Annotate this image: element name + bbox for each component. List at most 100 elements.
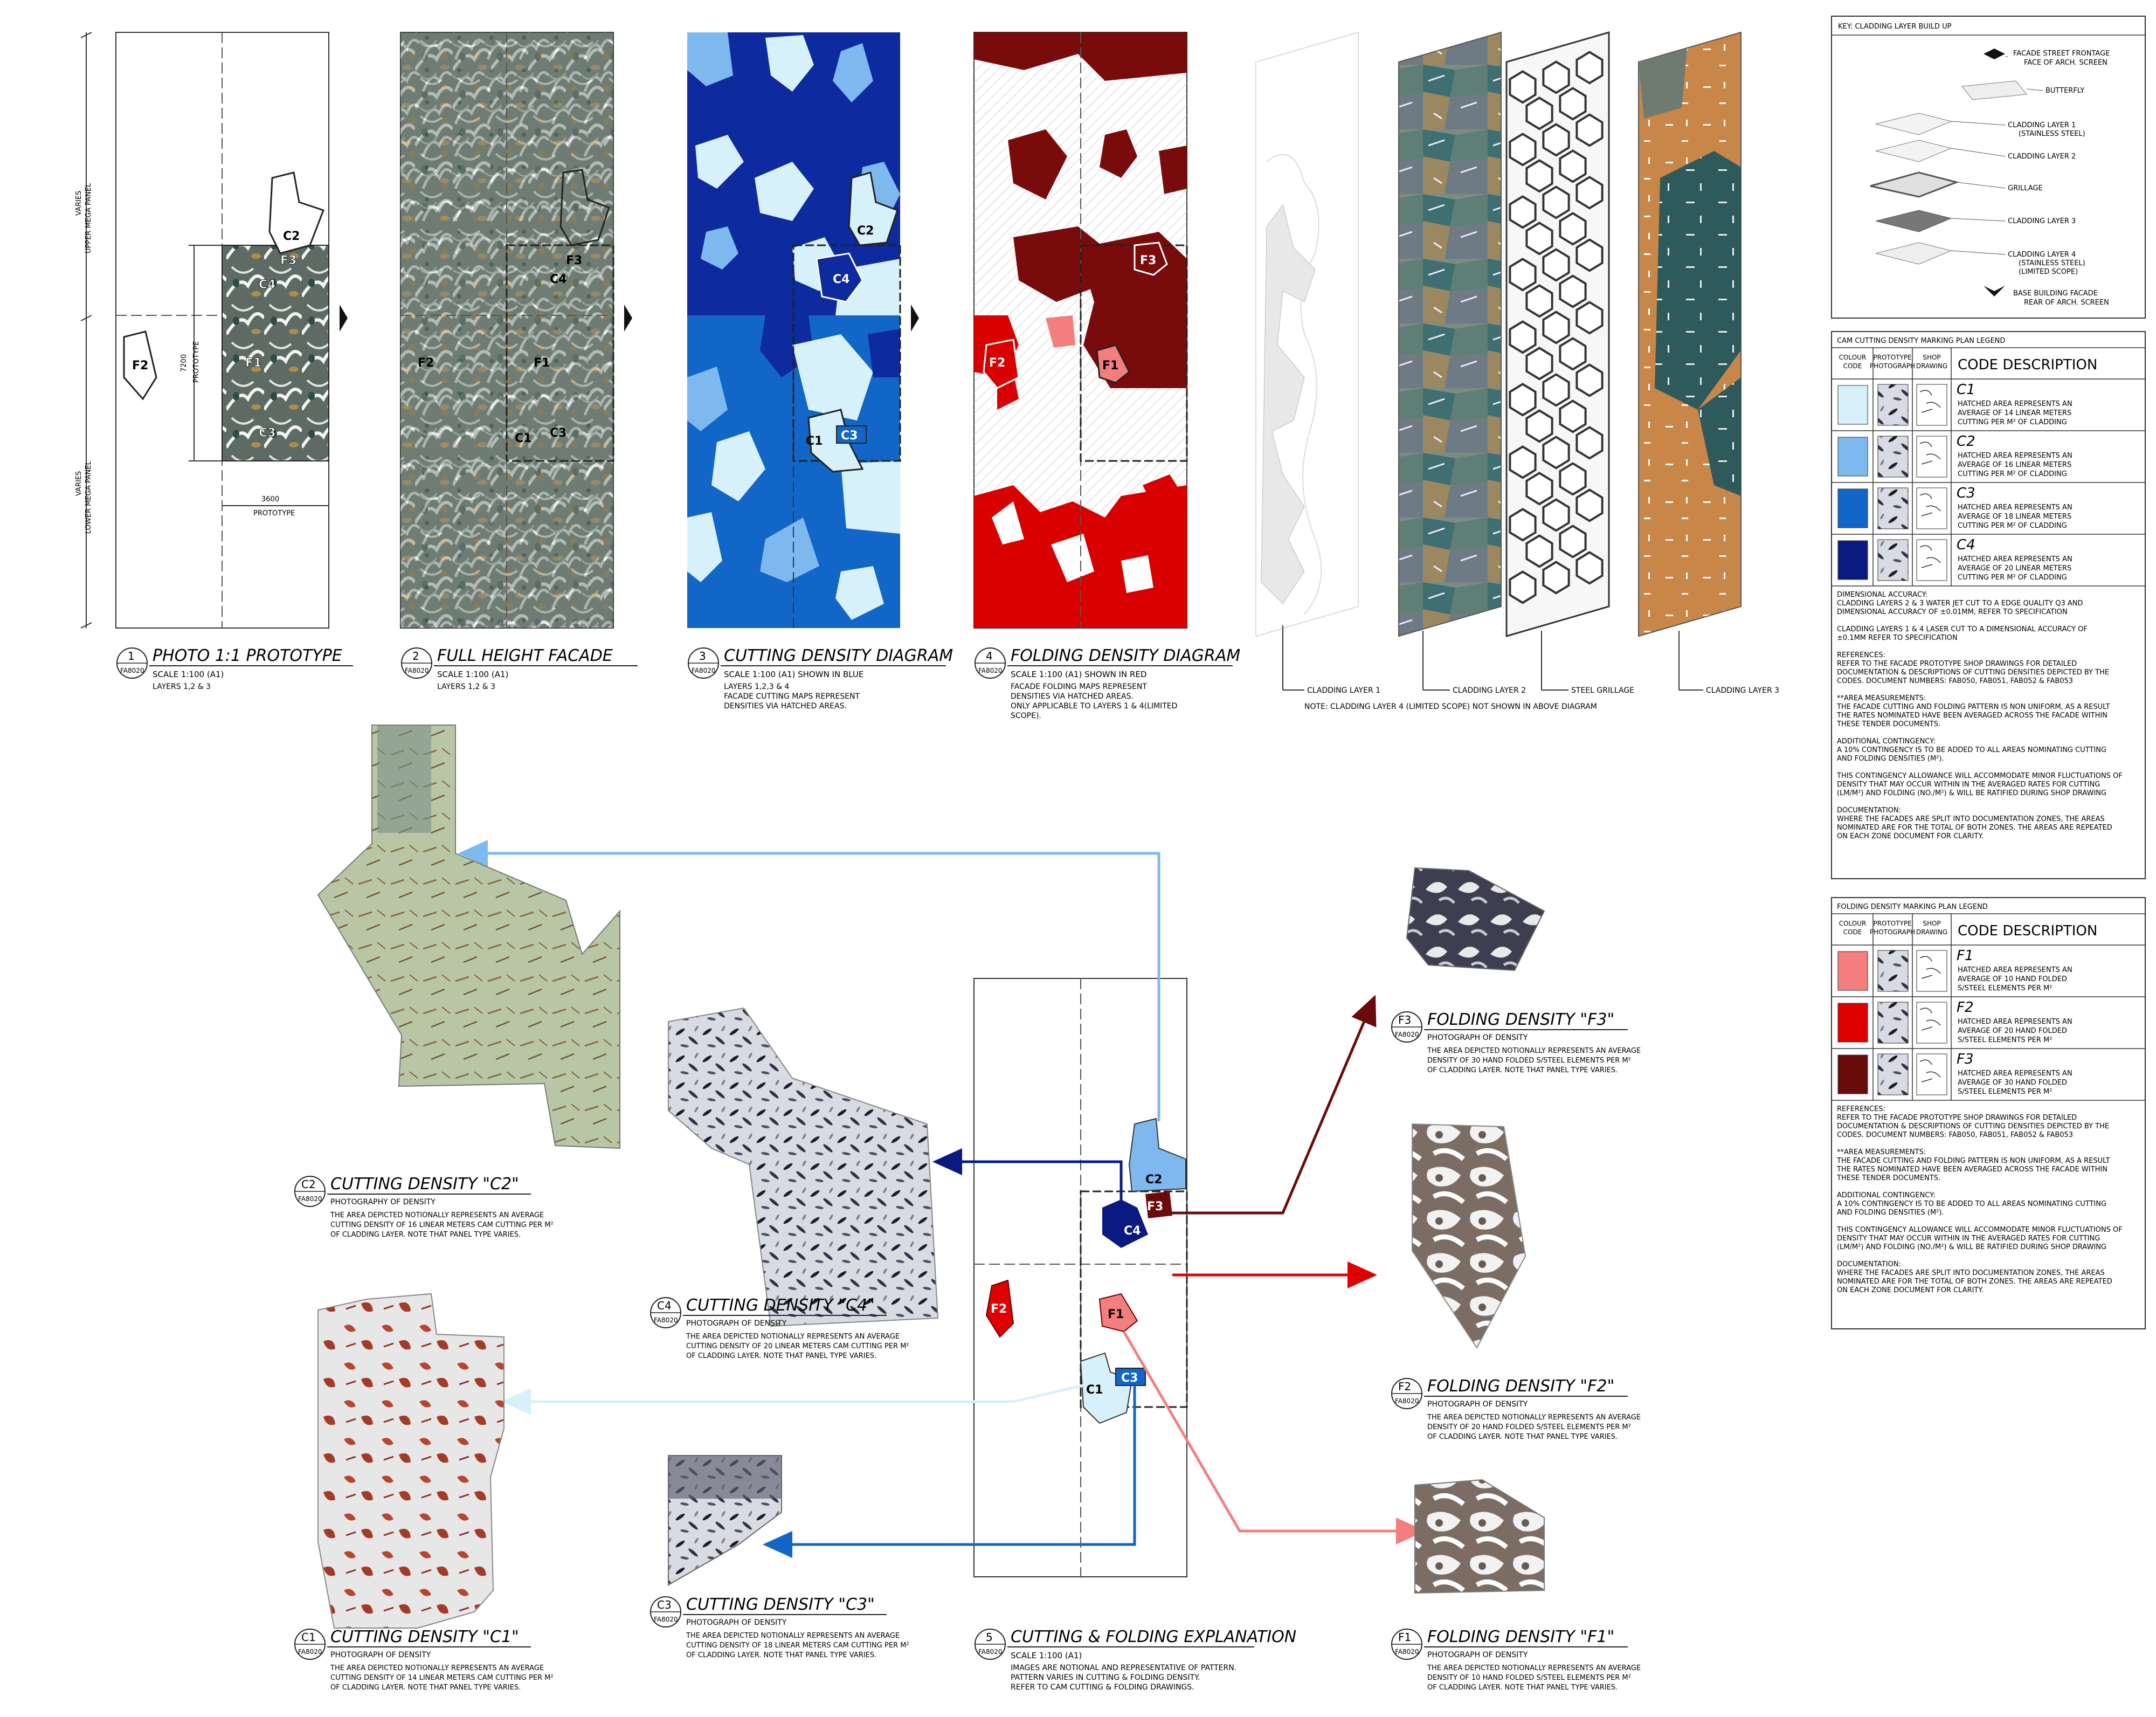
legend-note: DOCUMENTATION & DESCRIPTIONS OF CUTTING … xyxy=(1837,1122,2109,1130)
svg-text:SCALE 1:100 (A1): SCALE 1:100 (A1) xyxy=(437,670,508,679)
code-f1-p2: F1 xyxy=(534,356,550,370)
legend-photo xyxy=(1877,539,1909,581)
svg-text:CUTTING DENSITY OF 16 LINEAR M: CUTTING DENSITY OF 16 LINEAR METERS CAM … xyxy=(330,1221,554,1229)
svg-text:OF CLADDING LAYER. NOTE THAT P: OF CLADDING LAYER. NOTE THAT PANEL TYPE … xyxy=(686,1352,876,1360)
svg-text:FA8020: FA8020 xyxy=(692,667,716,674)
legend-note: REFER TO THE FACADE PROTOTYPE SHOP DRAWI… xyxy=(1837,660,2077,668)
code-c4-p1: C4 xyxy=(259,278,275,292)
layer-label-3: CLADDING LAYER 3 xyxy=(1706,686,1779,695)
legend-note: DOCUMENTATION: xyxy=(1837,1260,1901,1268)
legend-description: AVERAGE OF 30 HAND FOLDED xyxy=(1958,1079,2067,1087)
code-f2-p5: F2 xyxy=(991,1302,1007,1316)
svg-text:DENSITY OF 10 HAND FOLDED S/ST: DENSITY OF 10 HAND FOLDED S/STEEL ELEMEN… xyxy=(1427,1674,1631,1682)
legend-description: CUTTING PER M² OF CLADDING xyxy=(1958,470,2067,478)
legend-description: AVERAGE OF 18 LINEAR METERS xyxy=(1958,513,2071,521)
legend-header: CODE DESCRIPTION xyxy=(1958,357,2097,373)
svg-text:CUTTING DENSITY OF 18 LINEAR M: CUTTING DENSITY OF 18 LINEAR METERS CAM … xyxy=(686,1642,909,1650)
svg-text:BASE BUILDING FACADE: BASE BUILDING FACADE xyxy=(2013,289,2098,298)
grillage-cell xyxy=(1575,301,1604,335)
legend-note: **AREA MEASUREMENTS: xyxy=(1837,1148,1926,1156)
dim-upper-panel: UPPER MEGA PANEL xyxy=(85,183,93,253)
svg-text:DENSITIES VIA HATCHED AREAS.: DENSITIES VIA HATCHED AREAS. xyxy=(724,702,847,711)
legend-code: C4 xyxy=(1957,537,1975,553)
grillage-cell xyxy=(1575,113,1604,147)
svg-text:FA8020: FA8020 xyxy=(120,667,144,674)
svg-text:REFER TO CAM CUTTING & FOLDING: REFER TO CAM CUTTING & FOLDING DRAWINGS. xyxy=(1011,1683,1194,1692)
code-f3-p4: F3 xyxy=(1140,254,1156,267)
legend-shop-drawing xyxy=(1916,487,1947,529)
svg-text:THE AREA DEPICTED NOTIONALLY R: THE AREA DEPICTED NOTIONALLY REPRESENTS … xyxy=(1427,1664,1641,1672)
grillage-cell xyxy=(1542,436,1570,470)
legend-description: S/STEEL ELEMENTS PER M² xyxy=(1958,1036,2052,1044)
svg-text:FA8020: FA8020 xyxy=(978,667,1003,674)
legend-photo xyxy=(1877,950,1909,992)
code-f1-p1: F1 xyxy=(245,356,261,370)
panel-3-cutting: C2 C4 C1 C3 xyxy=(687,32,901,628)
svg-text:FACADE CUTTING MAPS REPRESENT: FACADE CUTTING MAPS REPRESENT xyxy=(724,692,860,701)
legend-note: ADDITIONAL CONTINGENCY: xyxy=(1837,1191,1936,1199)
grillage-cell xyxy=(1509,445,1537,479)
legend-header: DRAWING xyxy=(1916,362,1947,370)
legend-swatch xyxy=(1837,437,1868,477)
svg-text:C1: C1 xyxy=(301,1631,316,1644)
grillage-cell xyxy=(1509,320,1537,354)
svg-text:THE AREA DEPICTED NOTIONALLY R: THE AREA DEPICTED NOTIONALLY REPRESENTS … xyxy=(1427,1047,1641,1055)
legend-description: AVERAGE OF 10 HAND FOLDED xyxy=(1958,975,2067,983)
svg-text:SCALE 1:100 (A1) SHOWN IN BLUE: SCALE 1:100 (A1) SHOWN IN BLUE xyxy=(724,670,863,679)
grillage-cell xyxy=(1575,426,1604,460)
connector-arrows xyxy=(458,840,1426,1558)
svg-text:SCALE 1:100 (A1): SCALE 1:100 (A1) xyxy=(1011,1651,1082,1660)
legend-note: THE FACADE CUTTING AND FOLDING PATTERN I… xyxy=(1836,703,2110,711)
code-f3-p2: F3 xyxy=(566,254,582,267)
detail-title: CUTTING DENSITY "C4" xyxy=(686,1296,875,1315)
svg-text:5: 5 xyxy=(986,1631,993,1644)
dim-height: 7200 xyxy=(180,354,188,372)
dim-height-label: PROTOTYPE xyxy=(192,341,201,383)
legend-note: WHERE THE FACADES ARE SPLIT INTO DOCUMEN… xyxy=(1837,815,2105,823)
legend-photo xyxy=(1877,384,1909,426)
dim-lower-label: VARIES xyxy=(75,471,83,496)
legend-code: C1 xyxy=(1957,382,1975,398)
svg-text:SCALE 1:100 (A1): SCALE 1:100 (A1) xyxy=(153,670,224,679)
svg-text:PHOTOGRAPH OF DENSITY: PHOTOGRAPH OF DENSITY xyxy=(686,1319,787,1328)
svg-text:2: 2 xyxy=(412,650,419,663)
legend-header: SHOP xyxy=(1923,920,1940,927)
svg-text:FA8020: FA8020 xyxy=(654,1316,678,1324)
code-c4-p3: C4 xyxy=(833,273,849,286)
legend-note: DOCUMENTATION & DESCRIPTIONS OF CUTTING … xyxy=(1837,668,2109,677)
grillage-cell xyxy=(1525,222,1553,256)
code-f2-p1: F2 xyxy=(132,359,148,373)
svg-text:C2: C2 xyxy=(301,1178,316,1191)
grillage-cell xyxy=(1525,96,1553,130)
legend-note: ADDITIONAL CONTINGENCY: xyxy=(1837,737,1936,746)
grillage-cell xyxy=(1509,195,1537,229)
grillage-cell xyxy=(1559,274,1587,308)
code-f1-p4: F1 xyxy=(1102,359,1118,373)
grillage-cell xyxy=(1525,534,1553,568)
code-c2-p5: C2 xyxy=(1145,1173,1162,1187)
code-c3-p3: C3 xyxy=(841,429,858,443)
grillage-cell xyxy=(1509,70,1537,104)
code-c1-p5: C1 xyxy=(1086,1383,1103,1397)
svg-text:(LIMITED SCOPE): (LIMITED SCOPE) xyxy=(2019,268,2078,276)
explanation-panel: C2 C4 F3 F2 F1 C1 C3 5 FA8020 CUTTING & … xyxy=(973,978,1296,1692)
legend-header: SHOP xyxy=(1923,354,1940,361)
grillage-cell xyxy=(1575,51,1604,85)
svg-text:DENSITIES VIA HATCHED AREAS.: DENSITIES VIA HATCHED AREAS. xyxy=(1011,692,1134,701)
detail-title: FOLDING DENSITY "F2" xyxy=(1427,1377,1614,1396)
legend-description: HATCHED AREA REPRESENTS AN xyxy=(1958,452,2072,460)
legend-note: THIS CONTINGENCY ALLOWANCE WILL ACCOMMOD… xyxy=(1836,1226,2123,1234)
legend-note: WHERE THE FACADES ARE SPLIT INTO DOCUMEN… xyxy=(1837,1269,2105,1277)
dim-width-label: PROTOTYPE xyxy=(253,509,295,518)
legend-description: AVERAGE OF 20 HAND FOLDED xyxy=(1958,1027,2067,1035)
legend-code: F3 xyxy=(1957,1051,1974,1067)
legend-note: NOMINATED ARE FOR THE TOTAL OF BOTH ZONE… xyxy=(1837,824,2112,832)
legend-description: CUTTING PER M² OF CLADDING xyxy=(1958,418,2067,426)
grillage-cell xyxy=(1575,238,1604,272)
svg-text:DENSITY OF 30 HAND FOLDED S/ST: DENSITY OF 30 HAND FOLDED S/STEEL ELEMEN… xyxy=(1427,1057,1631,1065)
detail-title: CUTTING DENSITY "C1" xyxy=(330,1628,519,1646)
legend-note: ±0.1MM REFER TO SPECIFICATION xyxy=(1837,634,1958,642)
